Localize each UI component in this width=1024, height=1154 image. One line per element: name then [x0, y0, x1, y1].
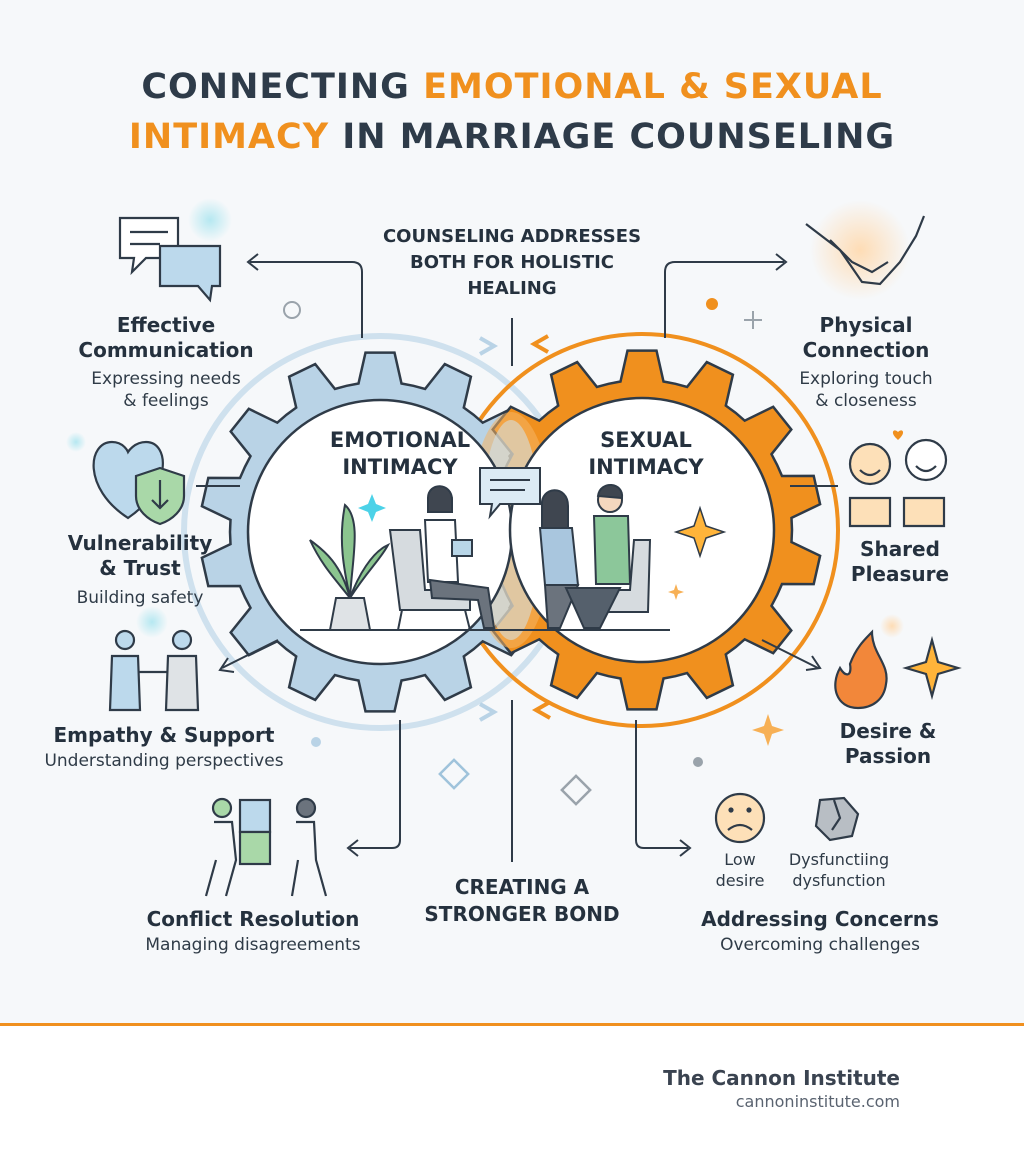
item-physical-connection: Physical Connection Exploring touch & cl…	[799, 313, 933, 411]
item-effective-communication: Effective Communication Expressing needs…	[78, 313, 254, 411]
footer-divider	[0, 1023, 1024, 1026]
people-holding-hands-icon	[108, 606, 200, 712]
concern-icons	[714, 792, 860, 844]
brand-name: The Cannon Institute	[663, 1066, 900, 1090]
flame-sparkle-icon	[834, 614, 962, 710]
bottom-note: CREATING A STRONGER BOND	[424, 875, 620, 926]
item-vulnerability-trust: Vulnerability & Trust Building safety	[67, 531, 213, 608]
brand-url[interactable]: cannoninstitute.com	[735, 1092, 900, 1111]
sparkle-blue-icon	[358, 494, 386, 522]
counseling-scene-icon	[300, 467, 670, 631]
item-shared-pleasure: Shared Pleasure	[850, 537, 950, 586]
holding-hands-icon	[805, 200, 926, 300]
sparkle-orange-icon	[673, 505, 727, 559]
footer	[0, 1026, 1024, 1154]
puzzle-people-icon	[204, 797, 328, 897]
smiling-faces-icon	[848, 430, 948, 528]
item-empathy-support: Empathy & Support Understanding perspect…	[44, 723, 284, 771]
chat-bubbles-icon	[118, 198, 232, 303]
item-desire-passion: Desire & Passion	[839, 719, 937, 768]
item-addressing-concerns: Addressing Concerns Overcoming challenge…	[701, 907, 939, 955]
center-note: COUNSELING ADDRESSES BOTH FOR HOLISTIC H…	[382, 226, 642, 299]
heart-shield-icon	[66, 432, 186, 526]
brand: The Cannon Institute cannoninstitute.com	[663, 1066, 900, 1111]
page-title: CONNECTING EMOTIONAL & SEXUAL INTIMACY I…	[128, 67, 896, 157]
item-conflict-resolution: Conflict Resolution Managing disagreemen…	[145, 907, 361, 955]
